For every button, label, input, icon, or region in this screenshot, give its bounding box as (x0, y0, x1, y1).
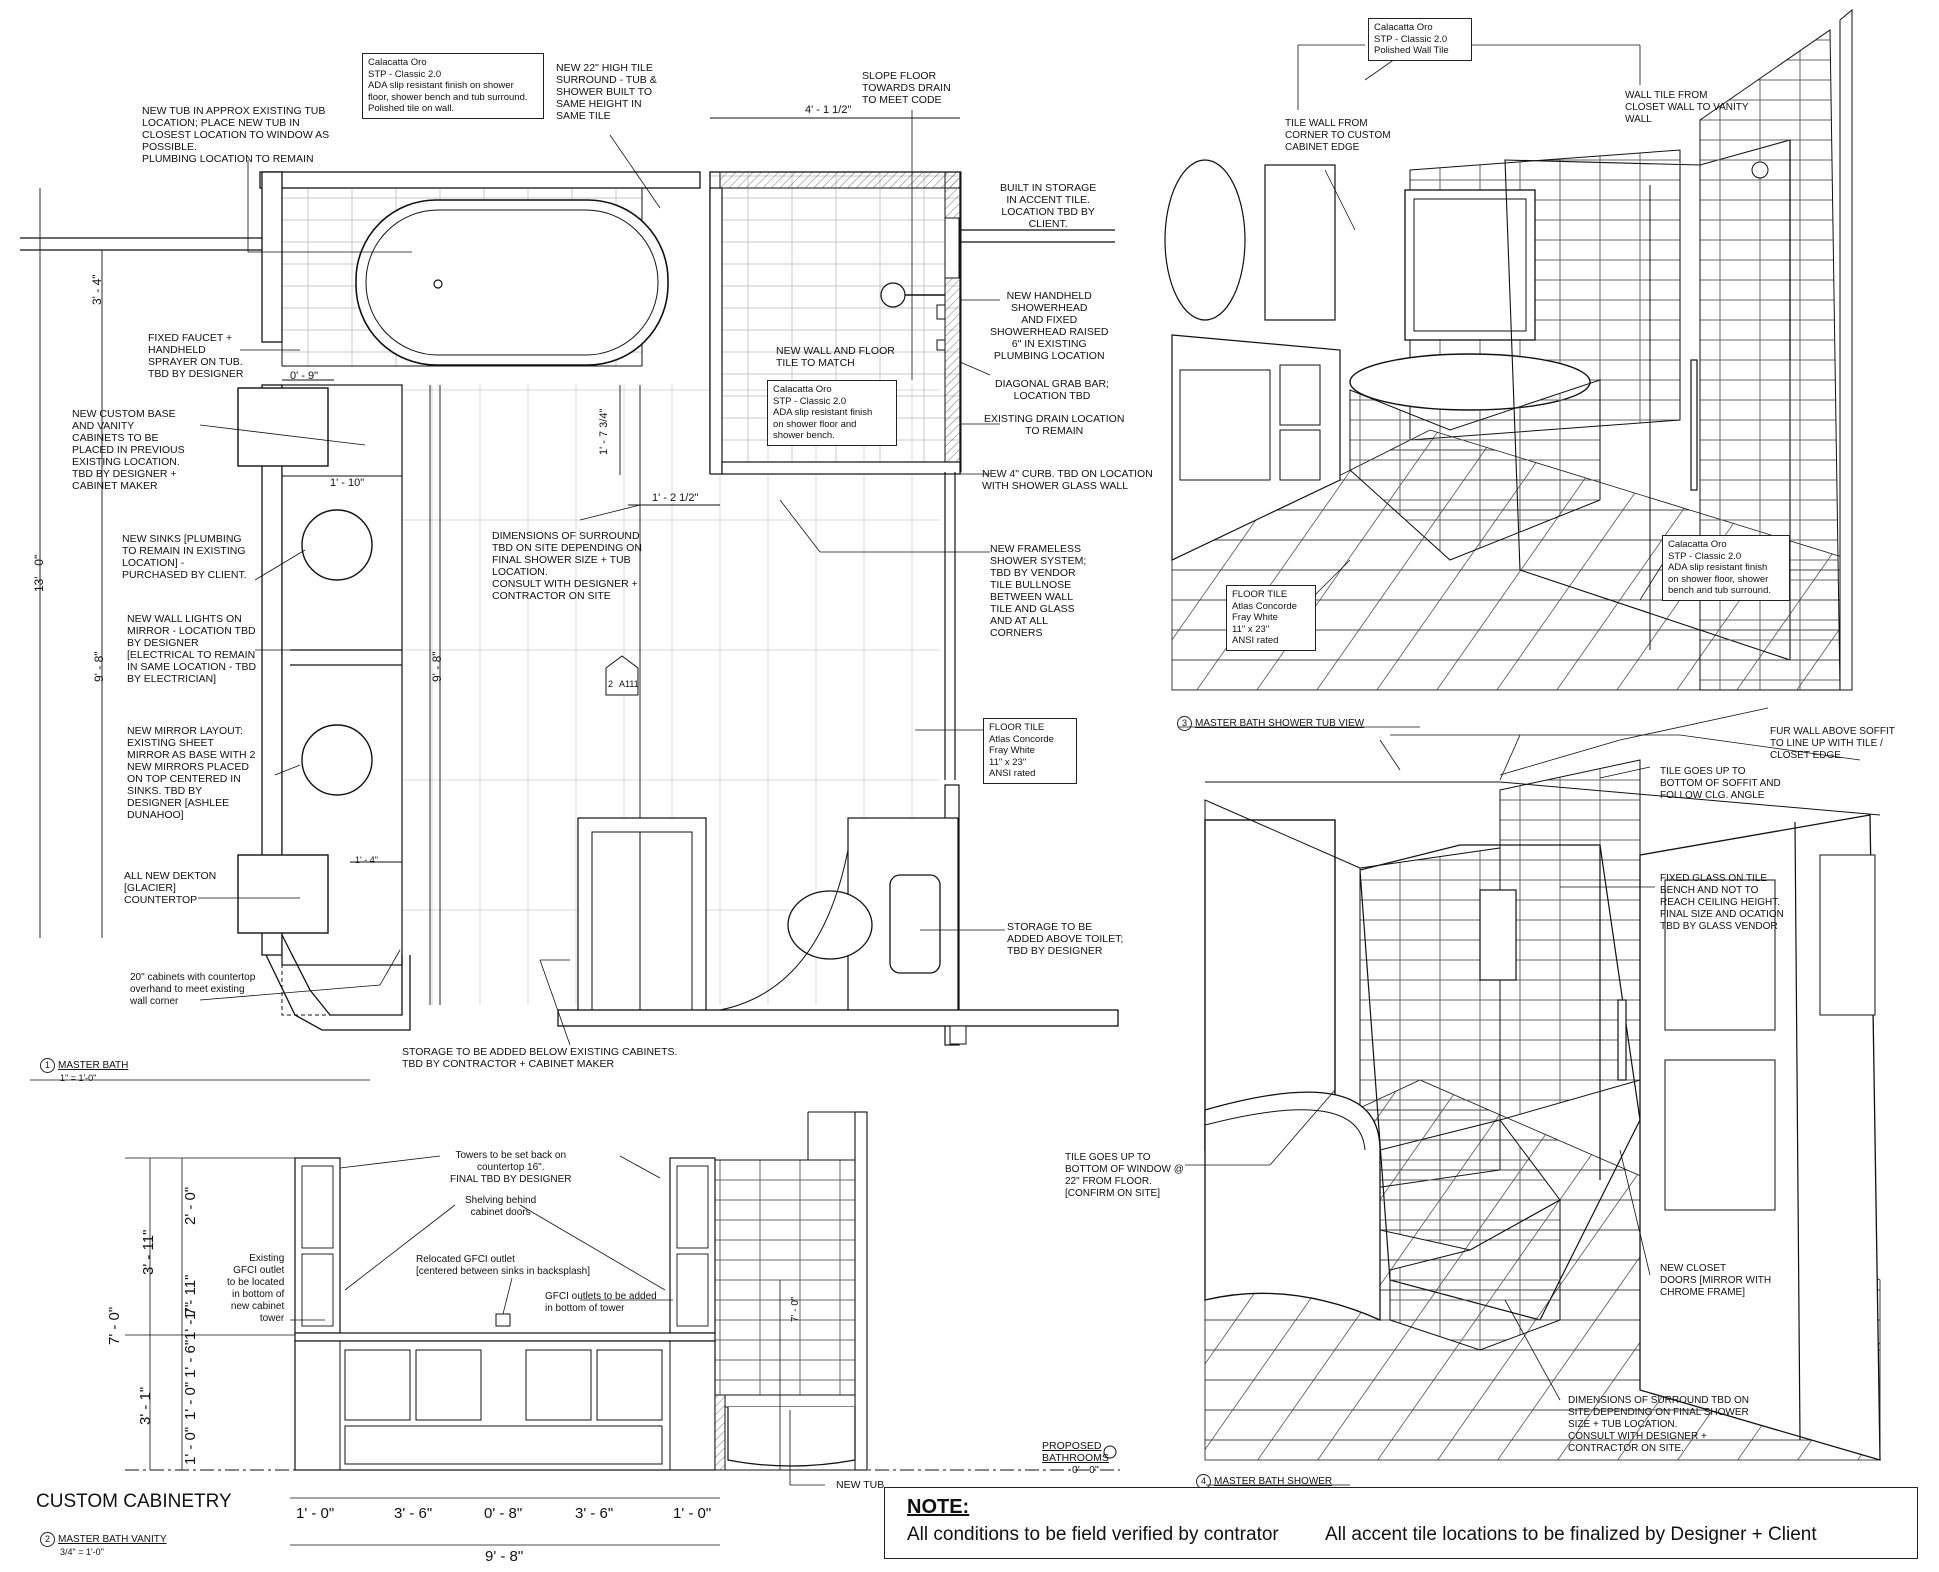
dim-shower-width: 4' - 1 1/2" (805, 104, 852, 116)
view-number: 3 (1177, 716, 1192, 731)
note-wall-tile: WALL TILE FROM CLOSET WALL TO VANITY WAL… (1625, 90, 1749, 125)
dim-curb-width: 1' - 2 1/2" (652, 492, 699, 504)
note-drain: EXISTING DRAIN LOCATION TO REMAIN (984, 413, 1125, 437)
view-number: 2 (40, 1532, 55, 1547)
note-gfci-added: GFCI outlets to be added in bottom of to… (545, 1291, 657, 1314)
dim-horizontal-5: 1' - 0" (673, 1505, 712, 1522)
dim-vertical-right-2: 3' - 11" (140, 1229, 157, 1275)
dim-horizontal-2: 3' - 6" (394, 1505, 433, 1522)
note-wall-floor: NEW WALL AND FLOOR TILE TO MATCH (776, 345, 895, 369)
note-heading: NOTE: (907, 1496, 970, 1518)
note-closet: NEW CLOSET DOORS [MIRROR WITH CHROME FRA… (1660, 1263, 1772, 1298)
note-mirror: NEW MIRROR LAYOUT: EXISTING SHEET MIRROR… (127, 725, 256, 821)
note-towers: Towers to be set back on countertop 16".… (450, 1150, 572, 1185)
note-lights: NEW WALL LIGHTS ON MIRROR - LOCATION TBD… (127, 613, 257, 685)
dim-counter-offset: 1' - 4" (355, 855, 378, 865)
dim-horizontal-1: 1' - 0" (296, 1505, 335, 1522)
shower-tub-view (1164, 8, 1853, 728)
dim-tile-height: 7' - 0" (790, 1296, 801, 1322)
general-note-box: NOTE: All conditions to be field verifie… (884, 1487, 1918, 1559)
dim-vanity-length: 9' - 8" (92, 651, 106, 682)
view-number: 1 (40, 1058, 55, 1073)
note-tub: NEW TUB IN APPROX EXISTING TUB LOCATION;… (142, 105, 330, 165)
note-storage-toilet: STORAGE TO BE ADDED ABOVE TOILET; TBD BY… (1007, 921, 1124, 957)
note-cabinets-20: 20" cabinets with countertop overhand to… (130, 972, 256, 1007)
note-slope: SLOPE FLOOR TOWARDS DRAIN TO MEET CODE (862, 70, 951, 106)
note-fixed-glass: FIXED GLASS ON TILE BENCH AND NOT TO REA… (1660, 873, 1784, 932)
note-tile-soffit: TILE GOES UP TO BOTTOM OF SOFFIT AND FOL… (1660, 766, 1781, 801)
dim-tub-length: 3' - 4" (90, 274, 104, 305)
note-countertop: ALL NEW DEKTON [GLACIER] COUNTERTOP (124, 870, 217, 906)
view-scale: 1" = 1'-0" (60, 1073, 97, 1083)
note-gfci-existing: Existing GFCI outlet to be located in bo… (227, 1253, 285, 1324)
note-storage-accent: BUILT IN STORAGE IN ACCENT TILE. LOCATIO… (1000, 182, 1097, 230)
level-name: PROPOSED BATHROOMS (1042, 1440, 1109, 1464)
section-tag-number: 2 (608, 679, 614, 689)
note-storage-below: STORAGE TO BE ADDED BELOW EXISTING CABIN… (402, 1046, 678, 1070)
section-tag-label: A111 (619, 679, 639, 689)
note-shelving: Shelving behind cabinet doors (465, 1195, 537, 1218)
note-fur-wall: FUR WALL ABOVE SOFFIT TO LINE UP WITH TI… (1770, 726, 1895, 761)
vanity-elevation (125, 1111, 1120, 1546)
shower-view (1185, 707, 1881, 1486)
material-box-top: Calacatta Oro STP - Classic 2.0 ADA slip… (362, 53, 544, 119)
note-showerhead: NEW HANDHELD SHOWERHEAD AND FIXED SHOWER… (990, 290, 1109, 362)
dim-horizontal-4: 3' - 6" (575, 1505, 614, 1522)
note-vanity-cabinets: NEW CUSTOM BASE AND VANITY CABINETS TO B… (72, 408, 185, 492)
note-faucet: FIXED FAUCET + HANDHELD SPRAYER ON TUB. … (148, 332, 244, 380)
dim-vertical-right-4: 1' - 6" (182, 1339, 199, 1378)
floor-tile-box: FLOOR TILE Atlas Concorde Fray White 11"… (983, 718, 1077, 784)
note-line-accent-tile: All accent tile locations to be finalize… (1325, 1524, 1817, 1545)
material-box-mid: Calacatta Oro STP - Classic 2.0 ADA slip… (767, 380, 897, 446)
note-dims-view4: DIMENSIONS OF SURROUND TBD ON SITE DEPEN… (1568, 1395, 1749, 1454)
dim-sink-offset: 1' - 10" (330, 477, 365, 489)
wall-tile-box: Calacatta Oro STP - Classic 2.0 Polished… (1368, 18, 1472, 61)
dim-faucet-offset: 0' - 9" (290, 370, 319, 382)
level-value: 0' - 0" (1072, 1464, 1099, 1476)
custom-cabinetry-title: CUSTOM CABINETRY (36, 1491, 232, 1512)
view-name: MASTER BATH SHOWER (1214, 1476, 1333, 1487)
floor-tile-box-view3: FLOOR TILE Atlas Concorde Fray White 11"… (1226, 585, 1316, 651)
dim-room-length: 13' - 0" (32, 554, 46, 592)
note-dims-surround: DIMENSIONS OF SURROUND TBD ON SITE DEPEN… (492, 530, 642, 602)
dim-vertical-right-5: 1' - 7" (182, 1301, 199, 1340)
dim-bench-depth: 1' - 7 3/4" (598, 408, 610, 455)
dim-vertical-right-7: 1' - 0" (182, 1426, 199, 1465)
dim-floor-length: 9' - 8" (430, 651, 444, 682)
floor-plan (20, 110, 1119, 1081)
note-surround: NEW 22" HIGH TILE SURROUND - TUB & SHOWE… (556, 62, 657, 122)
dim-vertical-left-1: 7' - 0" (106, 1306, 123, 1345)
note-sinks: NEW SINKS [PLUMBING TO REMAIN IN EXISTIN… (122, 533, 247, 581)
view-scale: 3/4" = 1'-0" (60, 1547, 104, 1557)
view-name: MASTER BATH SHOWER TUB VIEW (1195, 718, 1365, 729)
dim-vertical-right-6: 1' - 0" (182, 1381, 199, 1420)
dim-vertical-left-2: 3' - 1" (137, 1386, 154, 1425)
note-tile-wall: TILE WALL FROM CORNER TO CUSTOM CABINET … (1285, 118, 1391, 153)
note-line-verify: All conditions to be field verified by c… (907, 1524, 1279, 1545)
dim-horizontal-3: 0' - 8" (484, 1505, 523, 1522)
dim-overall: 9' - 8" (485, 1548, 524, 1565)
note-new-tub: NEW TUB (836, 1479, 885, 1491)
note-gfci-relocated: Relocated GFCI outlet [centered between … (416, 1254, 590, 1277)
note-curb: NEW 4" CURB. TBD ON LOCATION WITH SHOWER… (982, 468, 1153, 492)
dim-vertical-right-1: 2' - 0" (182, 1186, 199, 1225)
view-name: MASTER BATH VANITY (58, 1534, 167, 1545)
note-grab-bar: DIAGONAL GRAB BAR; LOCATION TBD (995, 378, 1109, 402)
material-box-view3: Calacatta Oro STP - Classic 2.0 ADA slip… (1662, 535, 1790, 601)
note-frameless: NEW FRAMELESS SHOWER SYSTEM; TBD BY VEND… (990, 543, 1087, 639)
note-tile-window: TILE GOES UP TO BOTTOM OF WINDOW @ 22" F… (1065, 1152, 1184, 1199)
view-name: MASTER BATH (58, 1060, 129, 1071)
